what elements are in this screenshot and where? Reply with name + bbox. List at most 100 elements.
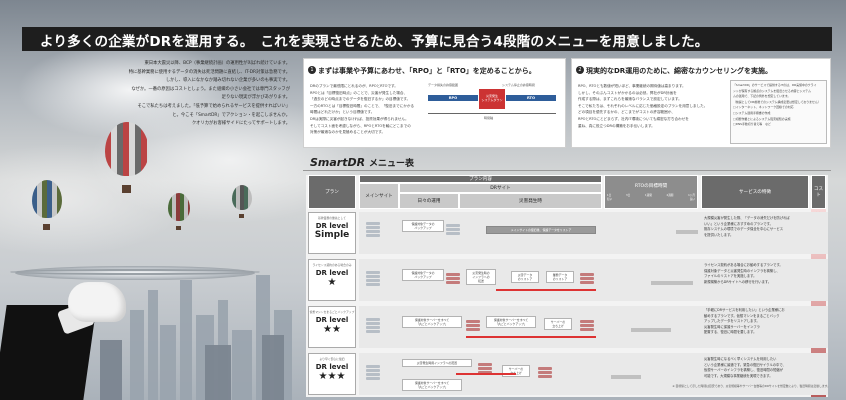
plan-row-level3: より早く安心に復旧 DR level ★★★ 保護対象サーバーをすべて 「丸ごと…	[306, 353, 828, 397]
disaster-step: サーバーの 立ち上げ	[544, 318, 572, 330]
step-text: 保護対象サーバーをすべて	[493, 318, 529, 322]
step-text: 保護対象データの	[411, 222, 435, 226]
intro-line: しかし、導入になかなか踏み切れない企業が多いのも事実です。	[165, 78, 290, 84]
step-text: 業務データ	[552, 273, 568, 277]
server-icon	[366, 365, 380, 381]
server-icon	[366, 318, 380, 334]
server-icon	[580, 320, 594, 332]
server-icon	[446, 273, 460, 285]
step-text: 災害発生時の	[472, 271, 490, 275]
feature-line: いい」という企業様におすすめのプランです。	[704, 221, 773, 226]
feature-line: 配置する、復旧に時間を要します。	[704, 330, 757, 335]
card-body-line: そこで私たちは、それぞれのレベルに応じた価格設定のプランを用意しました。	[578, 103, 708, 108]
timeline-axis-label: 時間軸	[484, 116, 494, 120]
feature-line: 仮想サーバーのインフラを構築し、復旧時間の短縮が	[704, 368, 783, 373]
feature-line: 可能です。大規模な事業継続を実現できます。	[704, 373, 773, 378]
disaster-step: メインサイトの復旧後、保護データをリストア	[486, 226, 596, 234]
plan-card[interactable]: ライセンス契約のある場合のみ DR level ★	[308, 259, 356, 301]
step-text: メインサイトの復旧後、	[510, 228, 543, 232]
info-line: ントが保有する拠点のシステムを復旧させる内容とシステム	[733, 88, 811, 93]
card-body-line: RPOとは「目標復旧時点」のことで、災害が発生した場合、	[310, 90, 408, 95]
info-line: ムの運用で、下記の例外を想定しています。	[733, 94, 791, 99]
rpo-rto-diagram: データ損失の許容範囲 システム停止の許容時間 RPO 災害発生 システムダウン …	[426, 83, 558, 135]
intro-line: 足りない現実が浮かびあがります。	[221, 95, 290, 101]
header-daily-ops: 日々の運用	[399, 193, 459, 209]
plan-card[interactable]: より早く安心に復旧 DR level ★★★	[308, 353, 356, 395]
server-icon	[538, 367, 552, 379]
plan-features: 大規模災害が発生した際、「データの消失だけを防げれば いい」という企業様におすす…	[704, 216, 808, 238]
step-text: のリストア	[552, 277, 568, 281]
plan-row-simple: 基幹業務の優先として DR level Simple 保護対象データの バックア…	[306, 212, 828, 256]
info-panel: 1 まずは事業や予算にあわせ、「RPO」と「RTO」を定めることから。 DRのプ…	[303, 58, 831, 398]
white-glove-hand	[68, 282, 126, 322]
step-text: 災害データ	[517, 273, 533, 277]
intro-text: 東日本大震災以降、BCP（事業継続計画）の運用性が叫ばれ続けています。 特に基幹…	[28, 60, 290, 129]
server-icon	[580, 273, 594, 285]
hot-air-balloon	[32, 180, 62, 218]
step-text: サーバーの	[550, 320, 566, 324]
step-text: 保護データをリストア	[542, 228, 572, 232]
intro-line: 特に基幹業務に使用するデータの消失は死活問題に直結し、IT-DR対策は急務です。	[128, 69, 290, 75]
feature-line: 新規構築からDRサイトへの移行を行います。	[704, 279, 772, 284]
card-body: RPO、RTOとも数値が短いほど、事業継続の期待値は高まります。 しかし、そのぶ…	[578, 83, 707, 129]
intro-line: クオリカがお客様サイドにたってサポートします。	[191, 121, 290, 127]
rto-tick: 2週間	[666, 194, 674, 197]
plan-name: DR level	[315, 316, 349, 324]
step-text: 保護対象サーバーをすべて	[414, 381, 450, 385]
diagram-right-note: システム停止の許容時間	[502, 83, 535, 87]
plan-row-level1: ライセンス契約のある場合のみ DR level ★ 保護対象データの バックアッ…	[306, 259, 828, 303]
info-line: □システム運用手順書の作成	[733, 110, 771, 115]
feature-line: という企業様に最適です。緊急の復旧サイクルの中で、	[704, 362, 786, 367]
rto-goal-label: RTOの目標時間	[634, 184, 668, 189]
rto-range-bar	[611, 375, 641, 379]
rto-range-bar	[631, 328, 671, 332]
plan-card[interactable]: 仮想マシンをまるごとバックアップ DR level ★★	[308, 306, 356, 348]
plan-note: ライセンス契約のある場合のみ	[312, 263, 352, 267]
info-line: 「SmartDR」のサービスで提供するITのは、DR実施中のクライ	[733, 83, 817, 87]
menu-table: プラン プラン内容 メインサイト DRサイト 日々の運用 災害発生時 RTOの目…	[306, 175, 828, 397]
header-cost: コスト	[811, 175, 826, 209]
plan-name: DR level	[315, 222, 349, 230]
plan-stars: ★	[327, 277, 337, 288]
card-body-line: 一方のRTOとは「目標復旧時間」のことで、「復旧までにかかる	[310, 103, 415, 108]
plan-row-level2: 仮想マシンをまるごとバックアップ DR level ★★ 保護対象サーバーをすべ…	[306, 306, 828, 350]
step-text: 「丸ごとバックアップ」	[495, 322, 527, 326]
feature-line: 保護対象データと災害発生時のインフラを構築し、	[704, 268, 780, 273]
intro-line: なぜか。一番の原因はコストとしょう。また組織の小さい会社では専門スタッフが	[131, 86, 290, 92]
step-text: 立ち上げ	[510, 371, 522, 375]
feature-line: 大規模災害が発生した際、「データの消失だけを防げれば	[704, 216, 790, 220]
server-icon	[466, 320, 480, 332]
server-icon	[446, 224, 460, 236]
plan-name-sub: Simple	[314, 230, 350, 240]
plan-features: ライセンス契約がある場合にお勧めするプランです。 保護対象データと災害発生時のイ…	[704, 263, 808, 285]
step-badge: 2	[576, 66, 584, 74]
feature-line: 既存システムの環境でのデータ保全を中心にサービス	[704, 227, 784, 232]
rpo-bar: RPO	[428, 95, 478, 101]
plan-card[interactable]: 基幹業務の優先として DR level Simple	[308, 212, 356, 254]
banner-title: より多くの企業がDRを運用する。 これを実現させるため、予算に見合う4段階のメニ…	[40, 34, 709, 50]
plan-note: 仮想マシンをまるごとバックアップ	[309, 310, 355, 314]
menu-title-text: メニュー表	[368, 159, 414, 169]
header-features: サービスの特徴	[701, 175, 809, 209]
feature-line: 災害発生時に保護サーバーをインフラ	[704, 324, 760, 329]
feature-line: 「手軽にDRサービスを利用したい」という企業様にお	[704, 308, 785, 312]
header-dr-site: DRサイト	[399, 183, 602, 193]
disaster-point: 災害発生 システムダウン	[479, 89, 505, 109]
flow-arrow	[496, 289, 596, 291]
feature-line: ファイルのリストアを実施します。	[704, 274, 757, 279]
card-body-line: RPO、RTOとも数値が短いほど、事業継続の期待値は高まります。	[578, 84, 686, 88]
step-text: 立ち上げ	[552, 324, 564, 328]
banner-bar	[22, 27, 832, 51]
rto-scale: 1日 3日 1週間 2週間 1ヶ月	[607, 193, 695, 197]
city-skyline-illustration	[100, 275, 292, 400]
plan-name: DR level	[315, 269, 349, 277]
card-body-line: そしてコスト面を考慮しながら、RPOとRTOを軸にどこまでの	[310, 123, 411, 128]
intro-line: と。今こそ「SmartDR」でアクション・を起こしませんか。	[172, 112, 290, 118]
server-icon	[366, 222, 380, 238]
plan-name: DR level	[315, 363, 349, 371]
step-text: 「丸ごとバックアップ」	[416, 385, 448, 389]
daily-step: 保護対象サーバーをすべて 「丸ごとバックアップ」	[402, 316, 462, 328]
step-text: サーバーの	[508, 367, 524, 371]
info-line: （前提としてDR前後でのシステム構成変更は想定しておりません）	[733, 99, 821, 104]
balloon-basket	[239, 214, 244, 218]
